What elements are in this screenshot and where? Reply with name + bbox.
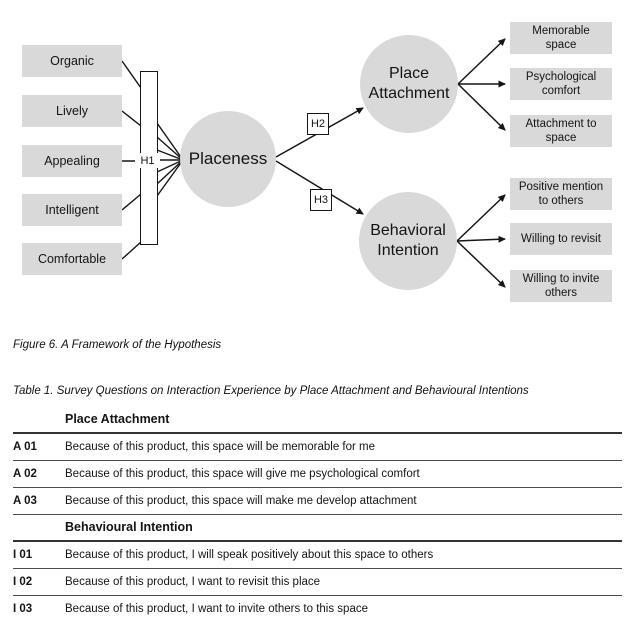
table-row: I 03 Because of this product, I want to i… bbox=[13, 595, 622, 622]
question-id: A 03 bbox=[13, 487, 65, 515]
behavioral-intention-outcome-arrows bbox=[456, 194, 506, 288]
section-header: Place Attachment bbox=[65, 406, 622, 434]
question-id: I 01 bbox=[13, 541, 65, 569]
hypothesis-label-h3: H3 bbox=[310, 189, 332, 211]
table-section-header-row: Behavioural Intention bbox=[13, 514, 622, 542]
factor-box-comfortable: Comfortable bbox=[22, 243, 122, 275]
question-text: Because of this product, this space will… bbox=[65, 433, 622, 461]
question-text: Because of this product, I want to invit… bbox=[65, 602, 368, 615]
outcome-box-psychological-comfort: Psychological comfort bbox=[510, 68, 612, 100]
hypothesis-label-h2: H2 bbox=[307, 113, 329, 135]
question-id: I 03 bbox=[13, 602, 33, 615]
question-id: A 02 bbox=[13, 460, 65, 488]
outcome-box-attachment-to-space: Attachment to space bbox=[510, 115, 612, 147]
section-header-spacer bbox=[13, 514, 65, 542]
outcome-box-willing-to-invite: Willing to invite others bbox=[510, 270, 612, 302]
question-text: Because of this product, this space will… bbox=[65, 460, 622, 488]
table-section-header-row: Place Attachment bbox=[13, 406, 622, 434]
behavioral-intention-node: Behavioral Intention bbox=[359, 192, 457, 290]
factor-box-intelligent: Intelligent bbox=[22, 194, 122, 226]
h3-path bbox=[275, 160, 364, 215]
question-id: A 01 bbox=[13, 433, 65, 461]
place-attachment-node: Place Attachment bbox=[360, 35, 458, 133]
outcome-box-memorable-space: Memorable space bbox=[510, 22, 612, 54]
question-text: Because of this product, I want to revis… bbox=[65, 568, 622, 596]
question-text: Because of this product, this space will… bbox=[65, 487, 622, 515]
hypothesis-label-h1: H1 bbox=[135, 153, 160, 168]
input-connector-lines bbox=[121, 60, 142, 260]
question-text: Because of this product, I will speak po… bbox=[65, 541, 622, 569]
outcome-box-willing-to-revisit: Willing to revisit bbox=[510, 223, 612, 255]
table-caption: Table 1. Survey Questions on Interaction… bbox=[13, 385, 529, 397]
factor-box-organic: Organic bbox=[22, 45, 122, 77]
placeness-node: Placeness bbox=[180, 111, 276, 207]
outcome-box-positive-mention: Positive mention to others bbox=[510, 178, 612, 210]
fan-convergence-lines bbox=[156, 122, 184, 197]
section-header: Behavioural Intention bbox=[65, 514, 622, 542]
question-id: I 02 bbox=[13, 568, 65, 596]
factor-box-appealing: Appealing bbox=[22, 145, 122, 177]
section-header-spacer bbox=[13, 406, 65, 434]
hypothesis-framework-diagram: Organic Lively Appealing Intelligent Com… bbox=[22, 22, 612, 302]
place-attachment-outcome-arrows bbox=[457, 38, 506, 131]
figure-caption: Figure 6. A Framework of the Hypothesis bbox=[13, 339, 222, 351]
factor-box-lively: Lively bbox=[22, 95, 122, 127]
